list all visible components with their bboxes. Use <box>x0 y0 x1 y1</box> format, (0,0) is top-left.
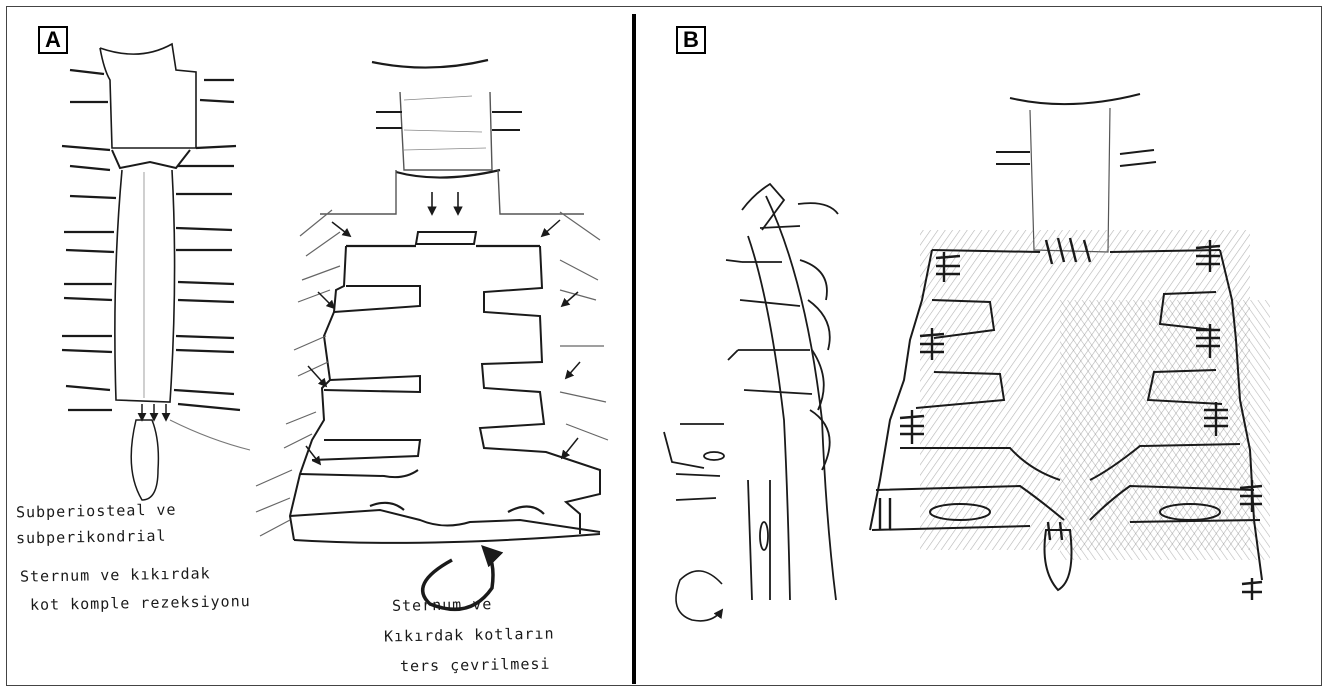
diagonal-arrow-icon <box>306 220 580 464</box>
annotation-line-1: Subperiosteal ve <box>16 497 177 526</box>
annotation-line-4: kot komple rezeksiyonu <box>30 588 251 618</box>
rotate-arrow-icon <box>676 571 722 621</box>
annotation-line-7: ters çevrilmesi <box>400 651 551 680</box>
annotation-line-6: Kıkırdak kotların <box>384 621 555 650</box>
annotation-line-2: subperikondrial <box>16 523 167 552</box>
annotation-line-5: Sternum ve <box>392 591 493 619</box>
side-view-sketch <box>664 184 838 621</box>
sternum-resection-sketch <box>62 44 250 500</box>
down-arrow-icon <box>142 404 166 420</box>
down-arrow-icon <box>432 192 458 214</box>
sutured-reconstruction-sketch <box>870 94 1270 600</box>
inverted-chest-sketch <box>256 60 608 609</box>
annotation-line-3: Sternum ve kıkırdak <box>20 560 211 589</box>
